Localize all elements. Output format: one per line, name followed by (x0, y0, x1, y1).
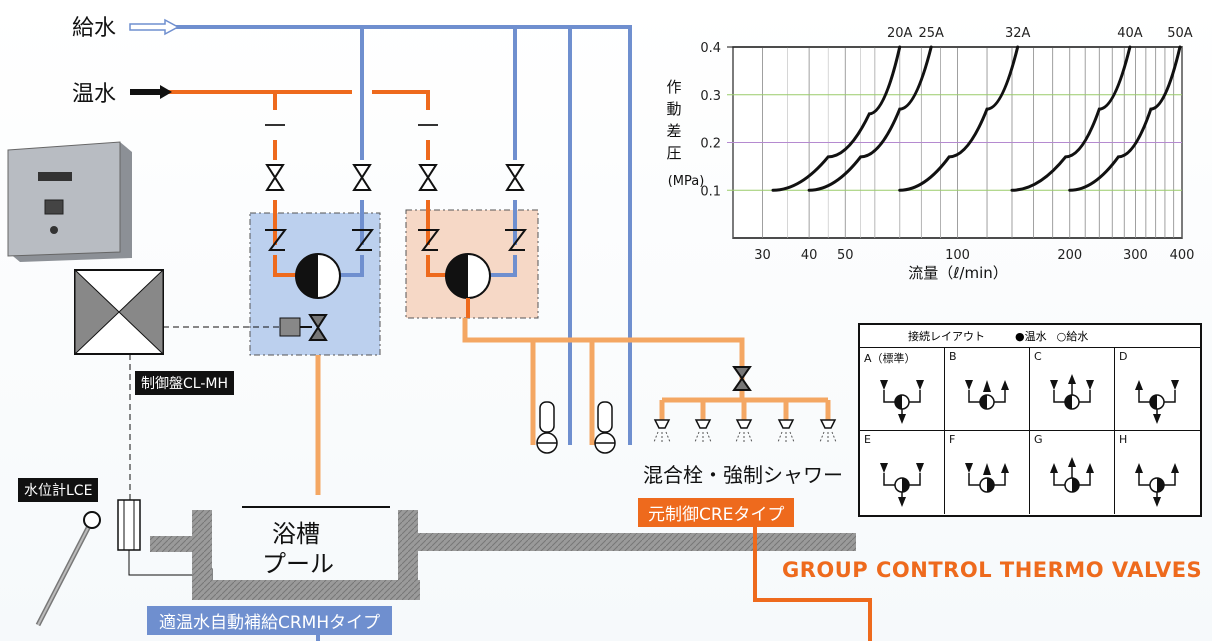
layout-cell-label: B (949, 350, 957, 363)
layout-cell-label: C (1034, 350, 1042, 363)
layout-symbol-icon (965, 380, 1009, 410)
chart-ytick-label: 0.3 (700, 89, 721, 104)
hot-pipe-label: 温水 (72, 82, 117, 107)
layout-cell: G (1030, 431, 1115, 514)
layout-cell: H (1115, 431, 1200, 514)
chart-series-label: 25A (918, 26, 944, 41)
chart-xlabel: 流量（ℓ/min） (908, 264, 1008, 282)
chart-series-32A (898, 45, 1020, 192)
chart-ytick-label: 0.4 (700, 41, 721, 56)
cre-type-label: 元制御CREタイプ (638, 498, 795, 527)
control-panel-box (7, 141, 132, 262)
chart-ytick-label: 0.2 (700, 137, 721, 152)
layout-table-header: 接続レイアウト (908, 330, 985, 343)
thermo-valve-pink (426, 253, 517, 318)
layout-cell: B (945, 348, 1030, 431)
supply-legend: ○給水 (1056, 330, 1089, 343)
tank-walls (150, 510, 856, 600)
control-panel-symbol (74, 268, 164, 356)
check-valves (265, 229, 527, 251)
layout-symbol-icon (1135, 380, 1179, 424)
chart-series-20A (771, 45, 902, 192)
layout-symbol-icon (1135, 463, 1179, 507)
thermo-valve-blue (273, 253, 364, 337)
layout-cell-label: H (1119, 433, 1128, 446)
chart-ylabel-char: 動 (666, 100, 681, 118)
hot-legend: ●温水 (1015, 330, 1047, 343)
layout-symbol-icon (880, 380, 924, 424)
chart-series-label: 20A (887, 26, 913, 41)
chart-xtick-label: 40 (801, 248, 818, 263)
supply-pipe-label: 給水 (72, 16, 117, 41)
shower-heads (653, 419, 837, 429)
chart-series-25A (807, 45, 933, 192)
group-control-title: GROUP CONTROL THERMO VALVES (782, 558, 1203, 582)
layout-cell: E (860, 431, 945, 514)
hot-arrow-icon (130, 85, 172, 99)
tank-label-bath: 浴槽 (272, 520, 320, 548)
chart-xtick-label: 30 (754, 248, 771, 263)
chart-xtick-label: 50 (837, 248, 854, 263)
crmh-type-label: 適温水自動補給CRMHタイプ (147, 606, 393, 635)
supply-arrow-icon (129, 18, 180, 36)
supply-pipes (130, 25, 632, 445)
mixer-label: 混合栓・強制シャワー (643, 463, 843, 487)
outlet-line (753, 520, 872, 641)
level-meter-label: 水位計LCE (18, 478, 99, 502)
layout-symbol-icon (880, 463, 924, 507)
layout-cell: C (1030, 348, 1115, 431)
layout-cell-label: F (949, 433, 956, 446)
chart-xtick-label: 200 (1057, 248, 1082, 263)
layout-cell: A（標準） (860, 348, 945, 431)
chart-ylabel-char: 作 (666, 78, 681, 96)
chart-xtick-label: 100 (945, 248, 970, 263)
shutoff-valves (265, 164, 752, 391)
layout-cell-label: E (864, 433, 871, 446)
layout-symbol-icon (1050, 374, 1094, 410)
chart-ytick-label: 0.1 (700, 184, 721, 199)
chart-xtick-label: 300 (1123, 248, 1148, 263)
chart-yunit: (MPa) (668, 174, 705, 189)
layout-cell: F (945, 431, 1030, 514)
mixing-faucets (536, 401, 616, 454)
tank-label-pool: プール (262, 550, 334, 578)
layout-cell-label: G (1034, 433, 1043, 446)
layout-cell: D (1115, 348, 1200, 431)
layout-symbol-icon (965, 463, 1009, 493)
layout-symbol-icon (1050, 457, 1094, 493)
chart-series-label: 50A (1167, 26, 1193, 41)
layout-cell-label: D (1119, 350, 1128, 363)
chart-ylabel-char: 圧 (666, 144, 681, 162)
layout-cell-label: A（標準） (864, 352, 916, 365)
chart-series-label: 32A (1005, 26, 1031, 41)
chart-series-40A (1010, 45, 1132, 192)
chart-xtick-label: 400 (1170, 248, 1195, 263)
connection-layout-table: 接続レイアウト ●温水 ○給水 A（標準） B C D E F G H (858, 323, 1202, 517)
chart-ylabel-char: 差 (666, 122, 681, 140)
control-panel-label: 制御盤CL-MH (135, 371, 234, 395)
chart-series-label: 40A (1117, 26, 1143, 41)
chart-series-50A (1068, 45, 1182, 192)
